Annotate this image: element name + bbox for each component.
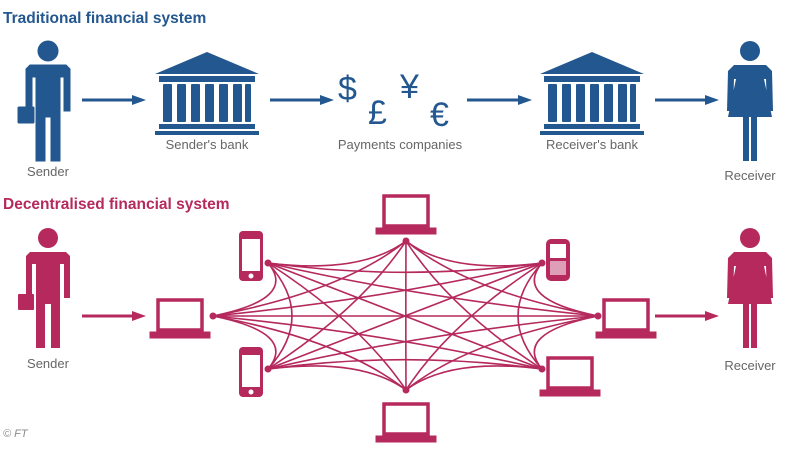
network-node-dot	[402, 386, 410, 394]
traditional-row	[17, 40, 773, 162]
smartphone-icon	[239, 347, 263, 397]
sender-businessman-icon	[17, 40, 71, 162]
euro-symbol: €	[430, 96, 449, 134]
arrow-head	[705, 95, 719, 105]
network-node-dot	[264, 259, 272, 267]
receiver-label: Receiver	[724, 358, 776, 373]
ft-credit: © FT	[3, 428, 28, 440]
arrow-head	[320, 95, 334, 105]
receiver-businesswoman-icon	[727, 228, 773, 348]
laptop-icon	[538, 356, 602, 398]
decentralised-row	[18, 194, 773, 444]
traditional-title: Traditional financial system	[3, 10, 207, 27]
network-node-dot	[538, 365, 546, 373]
arrow-head	[518, 95, 532, 105]
pound-symbol: £	[368, 94, 387, 132]
receivers-bank-icon	[540, 52, 644, 135]
network-edge	[533, 262, 599, 317]
network-node-dot	[209, 312, 217, 320]
network-edge	[212, 315, 543, 370]
blackberry-icon	[546, 239, 570, 281]
laptop-icon	[148, 298, 212, 340]
receivers-bank-label: Receiver's bank	[545, 137, 639, 152]
laptop-icon	[374, 194, 438, 236]
arrow-head	[132, 95, 146, 105]
arrow-head	[132, 311, 146, 321]
decentralised-title: Decentralised financial system	[3, 196, 230, 213]
senders-bank-label: Sender's bank	[165, 137, 249, 152]
network-edge	[212, 262, 543, 317]
yen-symbol: ¥	[400, 68, 419, 106]
laptop-icon	[374, 402, 438, 444]
senders-bank-icon	[155, 52, 259, 135]
receiver-businesswoman-icon	[727, 41, 773, 161]
sender-businessman-icon	[18, 228, 70, 348]
network-edge	[267, 262, 543, 370]
network-edge	[267, 240, 407, 267]
network-node-dot	[264, 365, 272, 373]
smartphone-icon	[239, 231, 263, 281]
network-edge	[533, 315, 599, 370]
laptop-icon	[594, 298, 658, 340]
network-edge	[405, 365, 543, 391]
network-node-dot	[402, 237, 410, 245]
network-edge	[267, 262, 599, 317]
network-node-dot	[538, 259, 546, 267]
sender-label: Sender	[27, 356, 69, 371]
network-edge	[405, 240, 543, 370]
network-edge	[405, 262, 543, 391]
sender-label: Sender	[27, 164, 69, 179]
network-edge	[267, 358, 543, 370]
network-edge	[405, 315, 599, 391]
arrow-head	[705, 311, 719, 321]
payments-companies-label: Payments companies	[337, 137, 463, 152]
receiver-label: Receiver	[724, 168, 776, 183]
dollar-symbol: $	[338, 70, 357, 108]
network-node-dot	[594, 312, 602, 320]
network-edge	[267, 315, 599, 370]
network-edge	[267, 262, 407, 391]
network-edge	[405, 240, 543, 267]
network-edge	[517, 262, 543, 370]
network-edge	[267, 365, 407, 391]
network-edge	[267, 262, 293, 370]
network-edges	[212, 240, 599, 391]
network-edge	[267, 240, 407, 370]
network-edge	[267, 262, 543, 274]
network-dots	[209, 237, 602, 394]
network-edge	[405, 240, 599, 317]
